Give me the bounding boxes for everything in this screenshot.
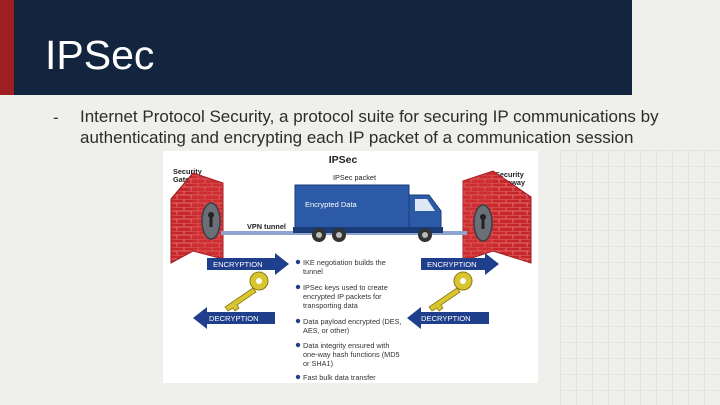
key-icon-right <box>428 271 473 312</box>
bullet-marker: - <box>53 108 59 127</box>
cargo-label: Encrypted Data <box>305 200 358 209</box>
decryption-arrow-right: DECRYPTION <box>407 307 489 329</box>
svg-text:DECRYPTION: DECRYPTION <box>209 314 259 323</box>
svg-text:DECRYPTION: DECRYPTION <box>421 314 471 323</box>
packet-label: IPSec packet <box>333 173 376 182</box>
svg-text:Fast bulk data transfer: Fast bulk data transfer <box>303 373 376 382</box>
svg-text:Data integrity ensured with: Data integrity ensured with <box>303 341 389 350</box>
svg-text:IPSec keys used to create: IPSec keys used to create <box>303 283 388 292</box>
svg-text:Data payload encrypted (DES,: Data payload encrypted (DES, <box>303 317 402 326</box>
left-firewall <box>170 172 224 264</box>
gateway-right-label-1: Security <box>495 170 525 179</box>
svg-text:AES, or other): AES, or other) <box>303 326 349 335</box>
diagram-title: IPSec <box>329 154 358 166</box>
svg-text:one-way hash functions (MD5: one-way hash functions (MD5 <box>303 350 400 359</box>
bullet-text: Internet Protocol Security, a protocol s… <box>80 107 659 147</box>
svg-text:encrypted IP packets for: encrypted IP packets for <box>303 292 382 301</box>
title-accent <box>0 0 14 95</box>
svg-text:transporting data: transporting data <box>303 301 359 310</box>
svg-text:tunnel: tunnel <box>303 267 323 276</box>
decryption-arrow-left: DECRYPTION <box>193 307 275 329</box>
svg-text:or SHA1): or SHA1) <box>303 359 333 368</box>
svg-text:ENCRYPTION: ENCRYPTION <box>213 260 263 269</box>
diagram-bullet-list: IKE negotiation builds the tunnel IPSec … <box>295 258 402 382</box>
title-bar <box>0 0 632 95</box>
encryption-arrow-left: ENCRYPTION <box>207 253 289 275</box>
ipsec-diagram: IPSec Security Gateway Security Gateway … <box>163 151 538 383</box>
svg-text:IKE negotiation builds the: IKE negotiation builds the <box>303 258 386 267</box>
gateway-left-label-1: Security <box>173 167 203 176</box>
slide-title: IPSec <box>45 32 155 78</box>
svg-text:ENCRYPTION: ENCRYPTION <box>427 260 477 269</box>
right-firewall <box>462 170 532 264</box>
key-icon-left <box>224 271 269 312</box>
encryption-arrow-right: ENCRYPTION <box>421 253 499 275</box>
vpn-tunnel-label: VPN tunnel <box>247 222 286 231</box>
truck: Encrypted Data <box>293 184 443 242</box>
background-grid <box>560 150 720 405</box>
